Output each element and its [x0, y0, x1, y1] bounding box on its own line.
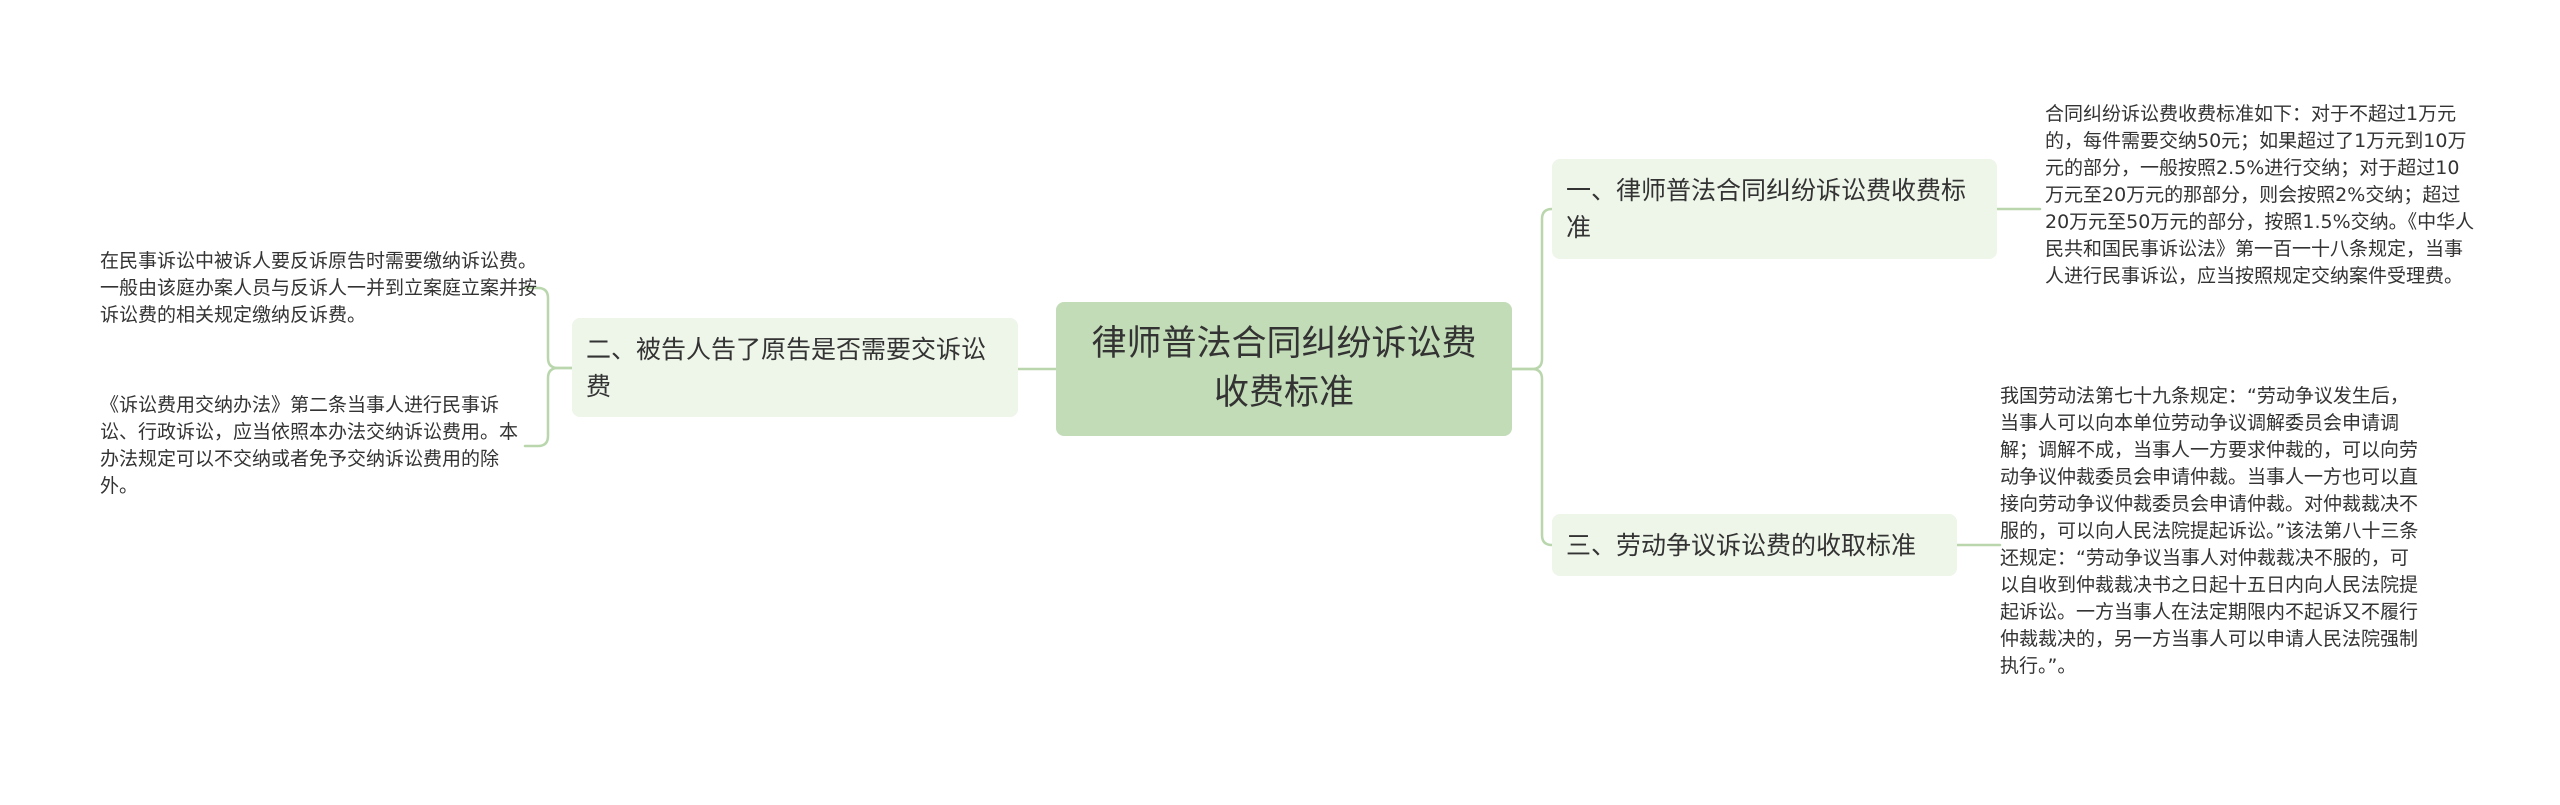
leaf-node-branch1-1[interactable]: 合同纠纷诉讼费收费标准如下：对于不超过1万元的，每件需要交纳50元；如果超过了1…: [2045, 101, 2475, 290]
leaf-node-branch3-1[interactable]: 我国劳动法第七十九条规定：“劳动争议发生后，当事人可以向本单位劳动争议调解委员会…: [2000, 383, 2420, 680]
branch-label-2: 二、被告人告了原告是否需要交诉讼费: [586, 334, 987, 401]
branch-label-3: 三、劳动争议诉讼费的收取标准: [1566, 530, 1917, 560]
central-topic[interactable]: 律师普法合同纠纷诉讼费收费标准: [1056, 302, 1512, 436]
leaf-text: 在民事诉讼中被诉人要反诉原告时需要缴纳诉讼费。一般由该庭办案人员与反诉人一并到立…: [100, 250, 538, 326]
leaf-text: 《诉讼费用交纳办法》第二条当事人进行民事诉讼、行政诉讼，应当依照本办法交纳诉讼费…: [100, 394, 519, 497]
leaf-node-branch2-2[interactable]: 《诉讼费用交纳办法》第二条当事人进行民事诉讼、行政诉讼，应当依照本办法交纳诉讼费…: [100, 392, 530, 500]
link-center-branch3: [1510, 367, 1554, 547]
branch-label-1: 一、律师普法合同纠纷诉讼费收费标准: [1566, 176, 1967, 242]
leaf-node-branch2-1[interactable]: 在民事诉讼中被诉人要反诉原告时需要缴纳诉讼费。一般由该庭办案人员与反诉人一并到立…: [100, 248, 540, 329]
leaf-text: 我国劳动法第七十九条规定：“劳动争议发生后，当事人可以向本单位劳动争议调解委员会…: [2000, 385, 2419, 677]
branch-node-1[interactable]: 一、律师普法合同纠纷诉讼费收费标准: [1552, 159, 1997, 259]
branch-node-3[interactable]: 三、劳动争议诉讼费的收取标准: [1552, 514, 1957, 576]
link-branch2-leaf2: [523, 366, 574, 448]
link-center-branch1: [1510, 207, 1554, 371]
branch-node-2[interactable]: 二、被告人告了原告是否需要交诉讼费: [572, 318, 1018, 417]
leaf-text: 合同纠纷诉讼费收费标准如下：对于不超过1万元的，每件需要交纳50元；如果超过了1…: [2045, 103, 2475, 287]
central-topic-label: 律师普法合同纠纷诉讼费收费标准: [1091, 324, 1477, 413]
